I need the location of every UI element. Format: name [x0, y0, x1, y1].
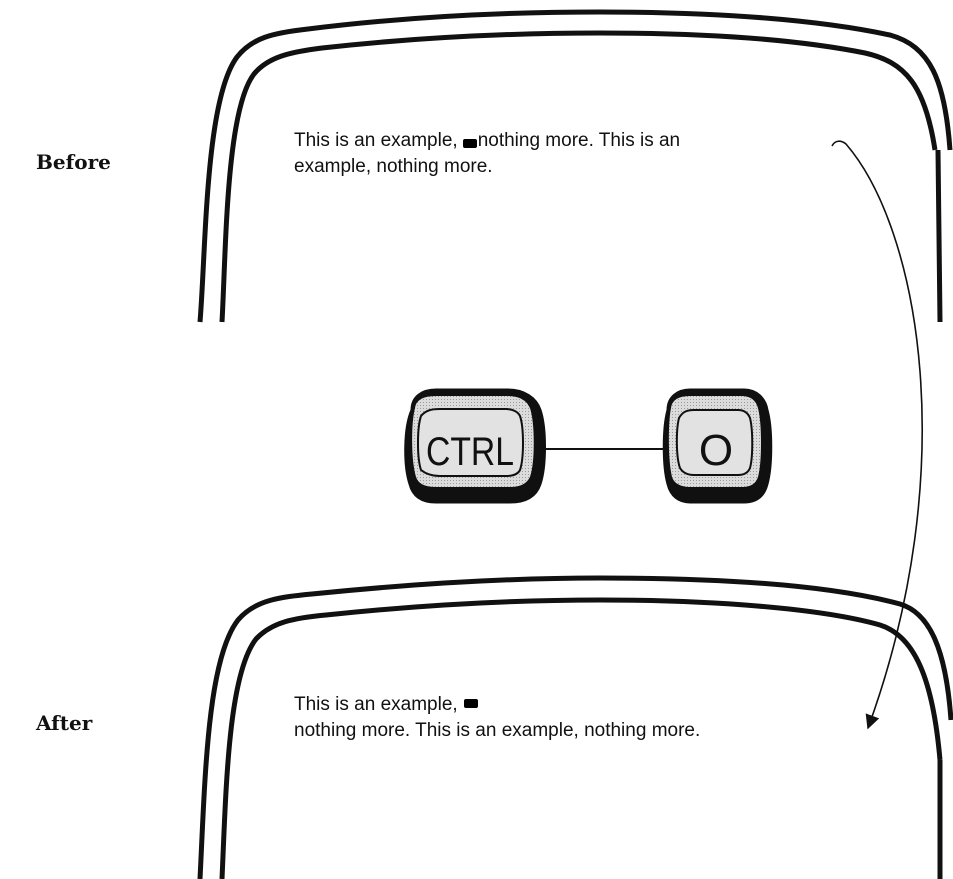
after-line-2: nothing more. This is an example, nothin…: [294, 720, 701, 741]
after-screen-text: This is an example, nothing more. This i…: [294, 692, 700, 744]
after-line-1: This is an example,: [294, 692, 700, 718]
before-line-1: This is an example, nothing more. This is…: [294, 128, 680, 154]
o-key: O: [662, 388, 773, 504]
o-key-label: O: [699, 426, 733, 475]
cursor-block: [463, 699, 478, 708]
before-label: Before: [36, 150, 111, 174]
after-label: After: [36, 711, 93, 735]
before-line-1-start: This is an example,: [294, 130, 458, 151]
cursor-block: [462, 139, 477, 148]
before-line-1-end: nothing more. This is an: [477, 130, 681, 151]
move-arrow: [831, 140, 923, 730]
ctrl-key: CTRL: [404, 388, 546, 504]
before-line-2: example, nothing more.: [294, 156, 493, 177]
ctrl-key-label: CTRL: [426, 430, 514, 474]
before-monitor-frame: [197, 9, 953, 323]
before-screen-text: This is an example, nothing more. This is…: [294, 128, 680, 180]
after-line-1-text: This is an example,: [294, 694, 458, 715]
after-monitor-frame: [197, 575, 953, 879]
